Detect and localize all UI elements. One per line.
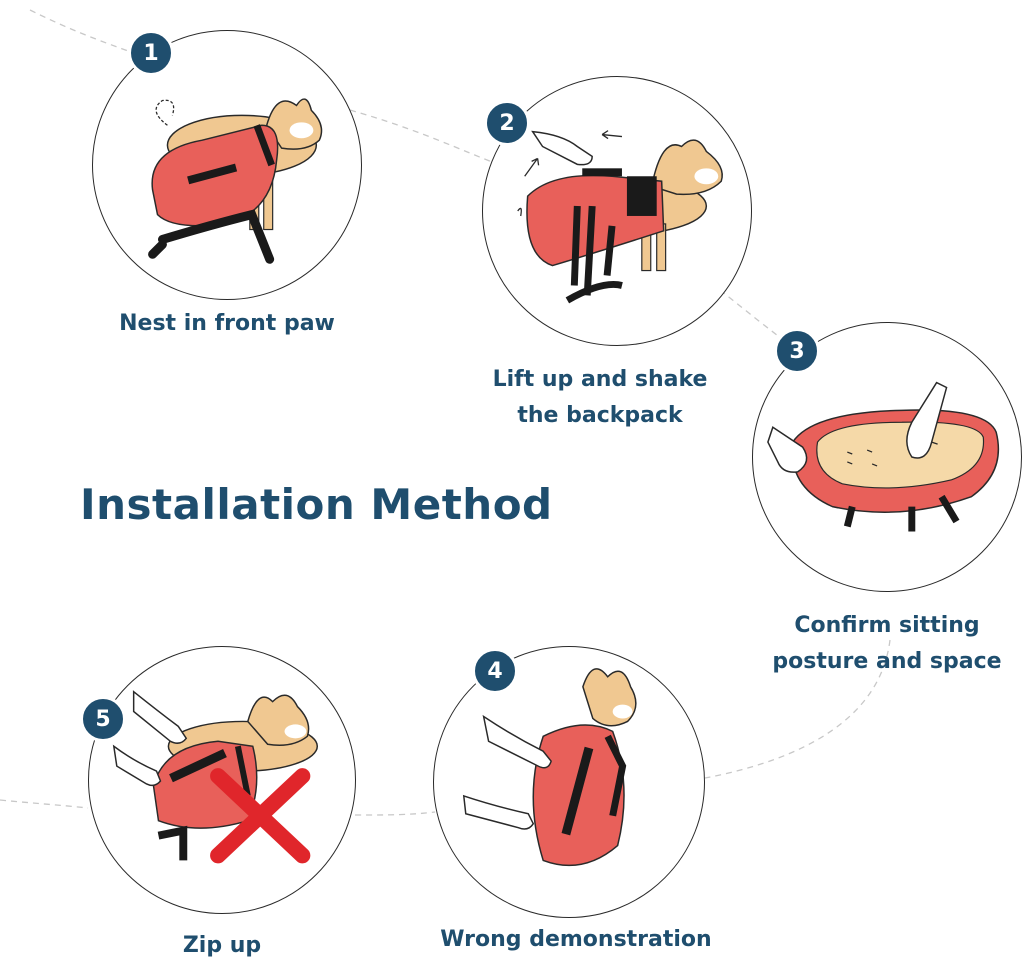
step-5-illustration	[88, 646, 356, 914]
step-2-caption-line-1: Lift up and shake	[492, 367, 708, 392]
step-5-caption: Zip up	[182, 933, 262, 958]
step-4-badge: 4	[472, 648, 518, 694]
step-1-badge: 1	[128, 30, 174, 76]
step-1-caption: Nest in front paw	[119, 311, 335, 336]
step-5-badge: 5	[80, 696, 126, 742]
cross-mark-icon	[210, 768, 311, 864]
step-1-illustration	[92, 30, 362, 300]
step-2-caption-line-2: the backpack	[517, 403, 683, 428]
step-3-caption-line-2: posture and space	[772, 649, 1002, 674]
step-3-badge: 3	[774, 328, 820, 374]
step-4-caption: Wrong demonstration	[440, 927, 712, 952]
step-4-illustration	[433, 646, 705, 918]
step-2-caption: Lift up and shake the backpack	[460, 362, 740, 434]
step-3-caption: Confirm sitting posture and space	[752, 608, 1022, 680]
page-title: Installation Method	[80, 480, 553, 529]
step-3-caption-line-1: Confirm sitting	[794, 613, 980, 638]
step-2-badge: 2	[484, 100, 530, 146]
